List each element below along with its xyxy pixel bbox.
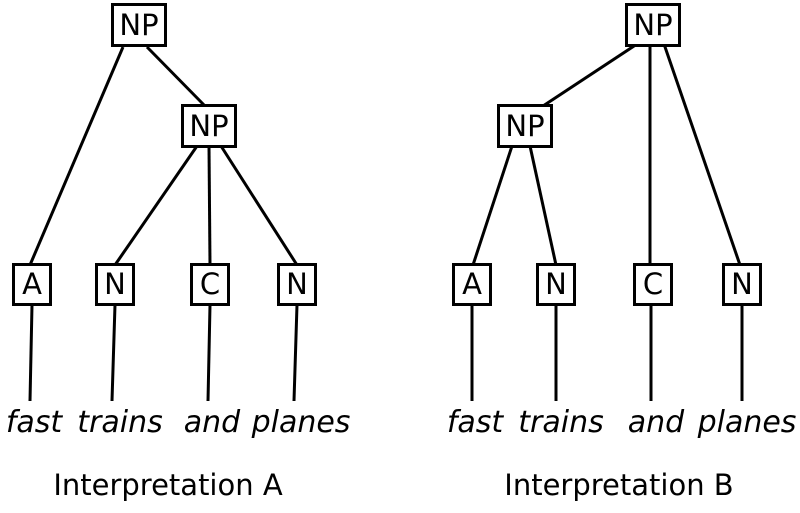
tree-b-edge-np-to-a [471, 145, 514, 266]
node-label: N [731, 267, 753, 301]
node-label: C [642, 267, 664, 301]
tree-a-inner-np-node: NP [181, 104, 237, 148]
tree-b-word-and: and [627, 405, 685, 440]
tree-a-stem-planes [292, 304, 299, 402]
tree-a-edge-np-to-n2 [219, 145, 299, 266]
tree-b-word-fast: fast [446, 405, 504, 440]
tree-a-stem-fast [28, 304, 34, 402]
node-label: N [286, 267, 308, 301]
tree-a-word-and: and [183, 405, 241, 440]
tree-b-a-node: A [452, 263, 492, 306]
tree-a-edge-root-to-a [28, 46, 125, 266]
tree-a-stem-and [206, 304, 212, 402]
tree-a-stem-trains [110, 304, 117, 402]
tree-a-edge-np-to-n1 [113, 145, 199, 266]
tree-b-c-node: C [633, 263, 673, 306]
tree-b-root-np-node: NP [625, 3, 681, 47]
tree-a-word-planes: planes [251, 405, 351, 440]
node-label: NP [189, 108, 229, 143]
node-label: NP [633, 7, 673, 42]
tree-a-n1-node: N [95, 263, 135, 306]
node-label: C [199, 267, 221, 301]
tree-a-word-trains: trains [77, 405, 163, 440]
node-label: N [545, 267, 567, 301]
tree-b-edge-root-to-np [542, 42, 638, 108]
tree-a-edge-np-to-c [207, 145, 212, 266]
tree-a-caption: Interpretation A [53, 468, 283, 502]
node-label: N [104, 267, 126, 301]
node-label: A [22, 267, 42, 301]
tree-a-n2-node: N [277, 263, 317, 306]
tree-b-n2-node: N [722, 263, 762, 306]
node-label: NP [119, 7, 159, 42]
tree-a-word-fast: fast [5, 405, 63, 440]
node-label: A [462, 267, 482, 301]
tree-a-root-np-node: NP [111, 3, 167, 47]
tree-b-edge-root-to-n2 [662, 43, 742, 266]
tree-b-caption: Interpretation B [504, 468, 734, 502]
tree-b-word-planes: planes [697, 405, 797, 440]
tree-b-inner-np-node: NP [497, 104, 553, 148]
tree-b-edge-np-to-n1 [528, 145, 558, 266]
tree-b-word-trains: trains [518, 405, 604, 440]
tree-b-n1-node: N [536, 263, 576, 306]
tree-a-edge-root-to-np [145, 45, 207, 108]
node-label: NP [505, 108, 545, 143]
tree-a-a-node: A [12, 263, 52, 306]
tree-a-c-node: C [190, 263, 230, 306]
